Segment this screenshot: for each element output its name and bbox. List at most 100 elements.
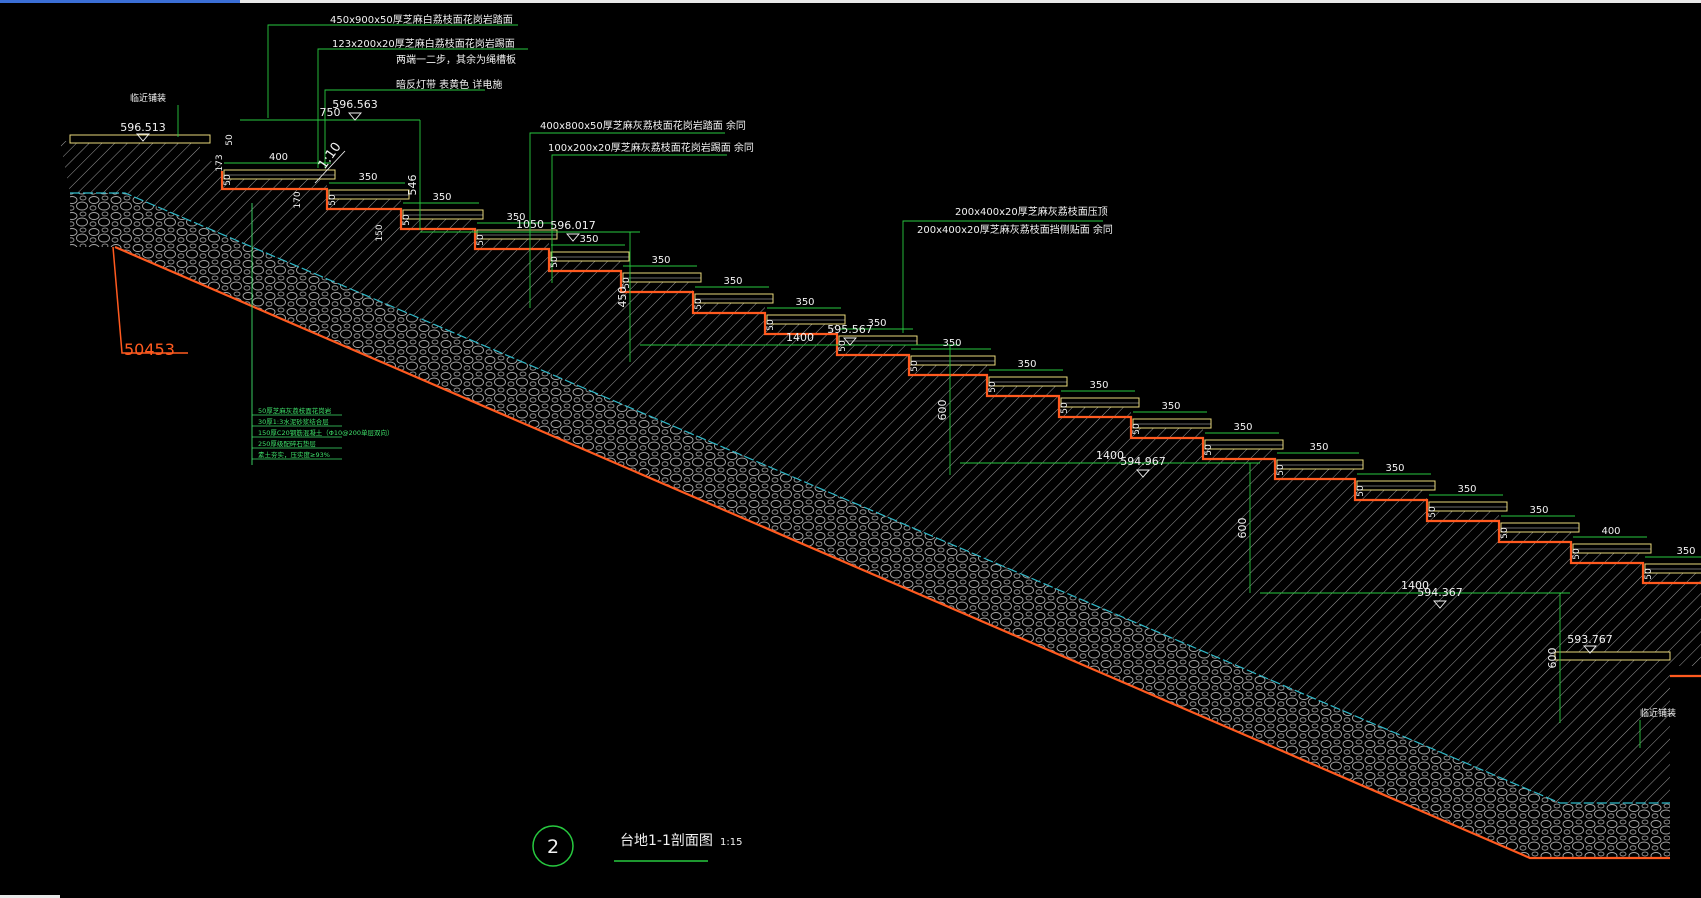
elevation-marker bbox=[348, 112, 362, 121]
riser-dim-label: 50 bbox=[1204, 444, 1214, 456]
tread-slab bbox=[988, 376, 1068, 387]
tread-slab bbox=[1204, 439, 1284, 450]
riser-dim-label: 50 bbox=[766, 319, 776, 331]
annotation-leader bbox=[551, 154, 727, 283]
tread-slab bbox=[622, 272, 702, 283]
riser-dim-label: 50 bbox=[988, 381, 998, 393]
tread-slab bbox=[1428, 501, 1508, 512]
riser-dim-label: 50 bbox=[1060, 402, 1070, 414]
riser-dim-label: 50 bbox=[1428, 506, 1438, 518]
riser-dim-label: 50 bbox=[550, 256, 560, 268]
bottom-paving bbox=[1554, 651, 1671, 661]
elevation-marker bbox=[566, 233, 580, 242]
tread-slab bbox=[1572, 543, 1652, 554]
layer-note-text: 50厚芝麻灰荔枝面花岗岩 bbox=[258, 406, 332, 415]
tread-dim-label: 350 bbox=[358, 172, 377, 183]
station-leader bbox=[112, 246, 188, 354]
tread-dim-label: 400 bbox=[269, 152, 288, 163]
riser-dim-label: 50 bbox=[1644, 568, 1654, 580]
elevation-marker bbox=[136, 133, 150, 142]
annotation-text: 200x400x20厚芝麻灰荔枝面挡侧贴面 余同 bbox=[917, 223, 1113, 236]
stair-profile bbox=[69, 134, 1701, 678]
elevation-label: 595.567 bbox=[827, 323, 873, 336]
tread-slab bbox=[1132, 418, 1212, 429]
annotation-text: 200x400x20厚芝麻灰荔枝面压顶 bbox=[955, 205, 1108, 218]
riser-dim-label: 50 bbox=[1500, 527, 1510, 539]
level-dim-label: 1050 bbox=[516, 218, 544, 231]
layer-note-text: 30厚1:3水泥砂浆结合层 bbox=[258, 417, 329, 426]
tread-dim-label: 350 bbox=[1309, 442, 1328, 453]
cad-drawing-canvas[interactable]: 50453 400 50 350 50 350 50 350 50 350 50 350 50 350 50… bbox=[0, 3, 1701, 895]
elevation-label: 594.367 bbox=[1417, 586, 1463, 599]
tread-dim-label: 350 bbox=[1233, 422, 1252, 433]
riser-dim-label: 50 bbox=[223, 174, 233, 186]
annotation-text: 450x900x50厚芝麻白荔枝面花岗岩踏面 bbox=[330, 13, 513, 26]
base-layer-line bbox=[70, 192, 1670, 804]
riser-dim-label: 150 bbox=[375, 224, 385, 241]
callout-number: 2 bbox=[547, 836, 559, 858]
riser-dim-label: 50 bbox=[1356, 485, 1366, 497]
callout-circle bbox=[532, 825, 574, 867]
tread-slab bbox=[550, 251, 630, 262]
elevation-label: 596.563 bbox=[332, 98, 378, 111]
elevation-marker bbox=[1583, 645, 1597, 654]
annotation-leader bbox=[324, 89, 485, 168]
riser-dim-label: 50 bbox=[225, 134, 235, 146]
elevation-marker bbox=[843, 337, 857, 346]
tread-dim-label: 350 bbox=[651, 255, 670, 266]
tread-dim-label: 350 bbox=[942, 338, 961, 349]
riser-dim-label: 173 bbox=[215, 154, 225, 171]
level-dim-label: 750 bbox=[320, 106, 341, 119]
riser-dim-label: 50 bbox=[1276, 464, 1286, 476]
rise-dim-label: 546 bbox=[406, 175, 419, 196]
tread-slab bbox=[1060, 397, 1140, 408]
elevation-marker bbox=[1433, 600, 1447, 609]
tread-dim-label: 350 bbox=[1161, 401, 1180, 412]
annotation-text: 暗反灯带 表黄色 详电施 bbox=[396, 78, 502, 91]
elevation-label: 596.017 bbox=[550, 219, 596, 232]
tread-dim-label: 350 bbox=[579, 234, 598, 245]
rise-dim-label: 600 bbox=[936, 400, 949, 421]
riser-dim-label: 170 bbox=[293, 191, 303, 208]
level-dim-label: 1400 bbox=[1401, 579, 1429, 592]
level-dim-label: 1400 bbox=[1096, 449, 1124, 462]
slope-leader bbox=[314, 150, 346, 184]
riser-dim-label: 50 bbox=[694, 298, 704, 310]
rise-dim-label: 450 bbox=[616, 287, 629, 308]
window-accent-bar bbox=[0, 0, 240, 3]
tread-dim-label: 350 bbox=[1017, 359, 1036, 370]
riser-dim-label: 50 bbox=[622, 277, 632, 289]
riser-dim-label: 50 bbox=[402, 214, 412, 226]
station-label: 50453 bbox=[124, 340, 175, 359]
tread-slab bbox=[1644, 563, 1701, 574]
annotation-text: 400x800x50厚芝麻灰荔枝面花岗岩踏面 余同 bbox=[540, 119, 746, 132]
tread-slab bbox=[1500, 522, 1580, 533]
annotation-text: 两端一二步，其余为绳槽板 bbox=[396, 53, 516, 66]
elevation-label: 596.513 bbox=[120, 121, 166, 134]
level-dim-label: 1400 bbox=[786, 331, 814, 344]
annotation-text: 临近铺装 bbox=[1640, 707, 1676, 719]
title-block: 2 台地1-1剖面图 1:15 bbox=[532, 825, 742, 867]
bottom-border bbox=[0, 895, 60, 898]
tread-dim-label: 350 bbox=[723, 276, 742, 287]
riser-dim-label: 50 bbox=[1572, 548, 1582, 560]
tread-slab bbox=[766, 314, 846, 325]
elevation-label: 593.767 bbox=[1567, 633, 1613, 646]
elevation-label: 594.967 bbox=[1120, 455, 1166, 468]
tread-slab bbox=[223, 169, 336, 180]
tread-dim-label: 350 bbox=[1676, 546, 1695, 557]
tread-dim-label: 350 bbox=[795, 297, 814, 308]
rise-dim-label: 600 bbox=[1236, 518, 1249, 539]
tread-dim-label: 350 bbox=[1385, 463, 1404, 474]
tread-slab bbox=[694, 293, 774, 304]
riser-dim-label: 50 bbox=[1132, 423, 1142, 435]
tread-dim-label: 350 bbox=[1457, 484, 1476, 495]
annotation-leader bbox=[267, 24, 518, 118]
riser-dim-label: 50 bbox=[838, 340, 848, 352]
layer-note-text: 250厚级配碎石垫层 bbox=[258, 439, 316, 448]
step-contour bbox=[220, 171, 1701, 678]
tread-slab bbox=[402, 209, 484, 220]
annotation-leader bbox=[317, 48, 528, 168]
dimension-lines bbox=[136, 24, 1701, 748]
drawing-title: 台地1-1剖面图 bbox=[620, 833, 713, 849]
